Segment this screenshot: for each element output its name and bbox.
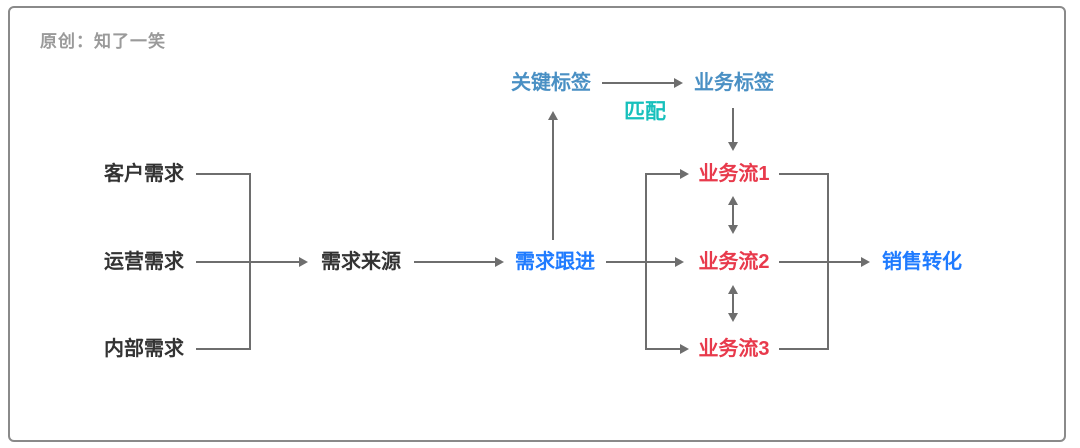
arrowhead-into-demand-source — [299, 257, 308, 267]
node-business-flow-3: 业务流3 — [698, 338, 770, 360]
edge-customer-to-join — [196, 173, 250, 175]
arrowhead-into-flow2 — [675, 257, 684, 267]
node-operation-demand: 运营需求 — [104, 251, 184, 273]
node-internal-demand: 内部需求 — [104, 338, 184, 360]
edge-followup-to-flow2 — [606, 261, 675, 263]
node-business-flow-2: 业务流2 — [698, 251, 770, 273]
edge-flow2-to-conversion — [779, 261, 861, 263]
arrowhead-into-business-tag — [674, 78, 683, 88]
arrowhead-flow1-flow2-down — [728, 225, 738, 234]
arrowhead-flow2-flow3-up — [728, 285, 738, 294]
edge-source-to-followup — [414, 261, 495, 263]
arrowhead-flow2-flow3-down — [728, 313, 738, 322]
edge-flow2-flow3-doublearrow — [732, 294, 734, 314]
edge-branch-to-flow1 — [646, 173, 680, 175]
diagram-frame — [8, 6, 1066, 442]
node-business-flow-1: 业务流1 — [698, 163, 770, 185]
arrowhead-flow1-flow2-up — [728, 196, 738, 205]
edge-join-to-source — [196, 261, 299, 263]
edge-internal-to-join — [196, 348, 250, 350]
node-demand-source: 需求来源 — [321, 251, 401, 273]
edge-branch-vertical — [645, 173, 647, 350]
node-demand-followup: 需求跟进 — [515, 251, 595, 273]
edge-flow3-to-right-join — [779, 348, 829, 350]
edge-flow1-flow2-doublearrow — [732, 205, 734, 226]
arrowhead-into-flow3 — [680, 344, 689, 354]
arrowhead-into-flow1 — [680, 169, 689, 179]
arrowhead-into-demand-followup — [495, 257, 504, 267]
edge-businesstag-to-flow1 — [732, 108, 734, 142]
edge-branch-to-flow3 — [646, 348, 680, 350]
arrowhead-into-sales-conversion — [861, 257, 870, 267]
node-customer-demand: 客户需求 — [104, 163, 184, 185]
watermark-author: 原创：知了一笑 — [40, 32, 166, 51]
node-business-tag: 业务标签 — [694, 72, 774, 94]
edge-keytag-to-businesstag — [602, 82, 674, 84]
label-match: 匹配 — [624, 100, 666, 124]
node-sales-conversion: 销售转化 — [882, 251, 962, 273]
edge-flow1-to-right-join — [779, 173, 829, 175]
node-key-tag: 关键标签 — [511, 72, 591, 94]
arrowhead-into-flow1-top — [728, 142, 738, 151]
arrowhead-into-key-tag — [548, 111, 558, 120]
edge-followup-to-keytag — [552, 120, 554, 240]
